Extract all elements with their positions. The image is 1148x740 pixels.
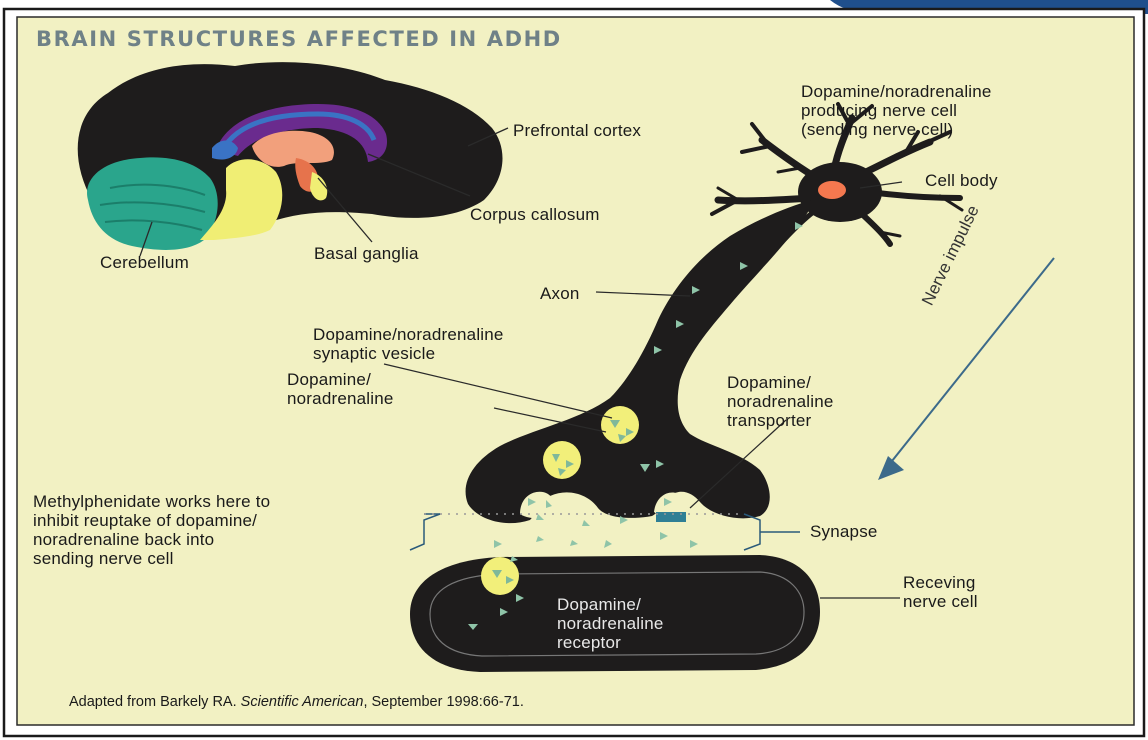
label-transporter: Dopamine/ noradrenaline transporter [727,373,834,430]
label-cerebellum: Cerebellum [100,253,189,272]
label-receptor: Dopamine/ noradrenaline receptor [557,595,664,652]
label-cell-body: Cell body [925,171,998,190]
label-dopamine: Dopamine/ noradrenaline [287,370,394,408]
label-methylphenidate: Methylphenidate works here to inhibit re… [33,492,270,568]
label-receiving-cell: Receving nerve cell [903,573,978,611]
label-axon: Axon [540,284,580,303]
citation: Adapted from Barkely RA. Scientific Amer… [69,694,524,710]
label-basal-ganglia: Basal ganglia [314,244,419,263]
label-corpus-callosum: Corpus callosum [470,205,600,224]
label-sending-cell: Dopamine/noradrenaline producing nerve c… [801,82,992,139]
label-synapse: Synapse [810,522,878,541]
label-synaptic-vesicle: Dopamine/noradrenaline synaptic vesicle [313,325,504,363]
page-title: BRAIN STRUCTURES AFFECTED IN ADHD [36,27,562,51]
cell-body-nucleus [818,181,846,199]
label-prefrontal-cortex: Prefrontal cortex [513,121,641,140]
